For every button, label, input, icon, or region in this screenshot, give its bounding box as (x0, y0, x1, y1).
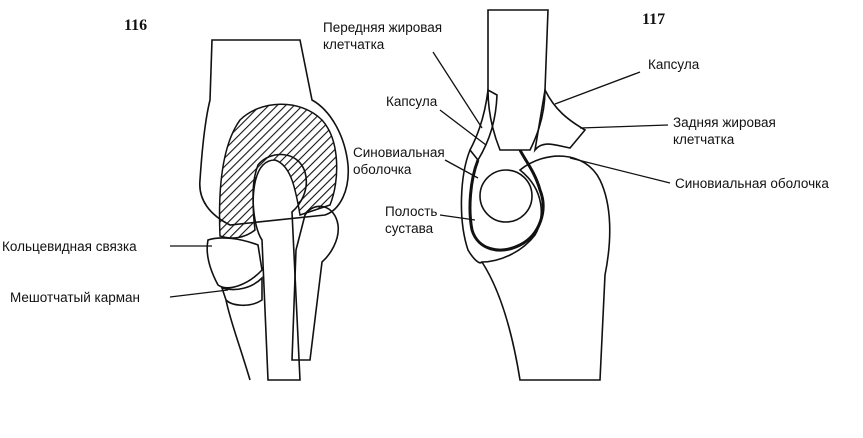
label-posterior-fat-line1: Задняя жировая (673, 115, 776, 130)
label-capsule-right: Капсула (648, 57, 700, 72)
label-anterior-fat-line1: Передняя жировая (323, 20, 442, 35)
figure-116-number: 116 (124, 17, 147, 34)
label-cavity-line2: сустава (385, 221, 434, 236)
ulna-117 (480, 155, 611, 381)
synovial-membrane-117 (468, 149, 545, 252)
label-cavity-line1: Полость (385, 204, 437, 219)
leader-posterior-fat (579, 124, 669, 129)
humeral-head-117 (479, 169, 533, 223)
annular-ligament-116 (206, 237, 263, 289)
humerus-116 (199, 39, 350, 226)
label-capsule-left: Капсула (386, 94, 438, 109)
label-synovial-right: Синовиальная оболочка (675, 176, 829, 191)
leader-capsule-left (439, 109, 487, 146)
leader-synovial-right (569, 157, 671, 184)
label-annular-ligament: Кольцевидная связка (2, 239, 137, 254)
label-anterior-fat-line2: клетчатка (323, 37, 385, 52)
leader-capsule-right (554, 71, 641, 105)
capsule-cavity-116 (218, 103, 338, 239)
label-synovial-left-line1: Синовиальная (353, 145, 445, 160)
leader-cavity (439, 214, 476, 221)
figure-117-number: 117 (642, 11, 665, 28)
humerus-117 (487, 9, 549, 151)
forearm-outline-116 (225, 299, 251, 381)
label-sacciform-recess: Мешотчатый карман (10, 290, 140, 305)
sacciform-pouch-116 (220, 276, 263, 307)
radius-116 (252, 153, 308, 381)
label-synovial-left-line2: оболочка (353, 162, 412, 177)
leader-sacciform-recess (169, 289, 229, 298)
leader-synovial-left (444, 159, 479, 179)
leader-anterior-fat (432, 51, 483, 129)
ulna-116 (291, 205, 340, 361)
capsule-outline-117 (460, 149, 483, 264)
anterior-fat-pad-117 (469, 88, 498, 162)
figure-117-drawing (460, 9, 611, 381)
figure-116-drawing (199, 39, 350, 381)
label-posterior-fat-line2: клетчатка (673, 132, 735, 147)
posterior-fat-pad-117 (533, 87, 587, 153)
